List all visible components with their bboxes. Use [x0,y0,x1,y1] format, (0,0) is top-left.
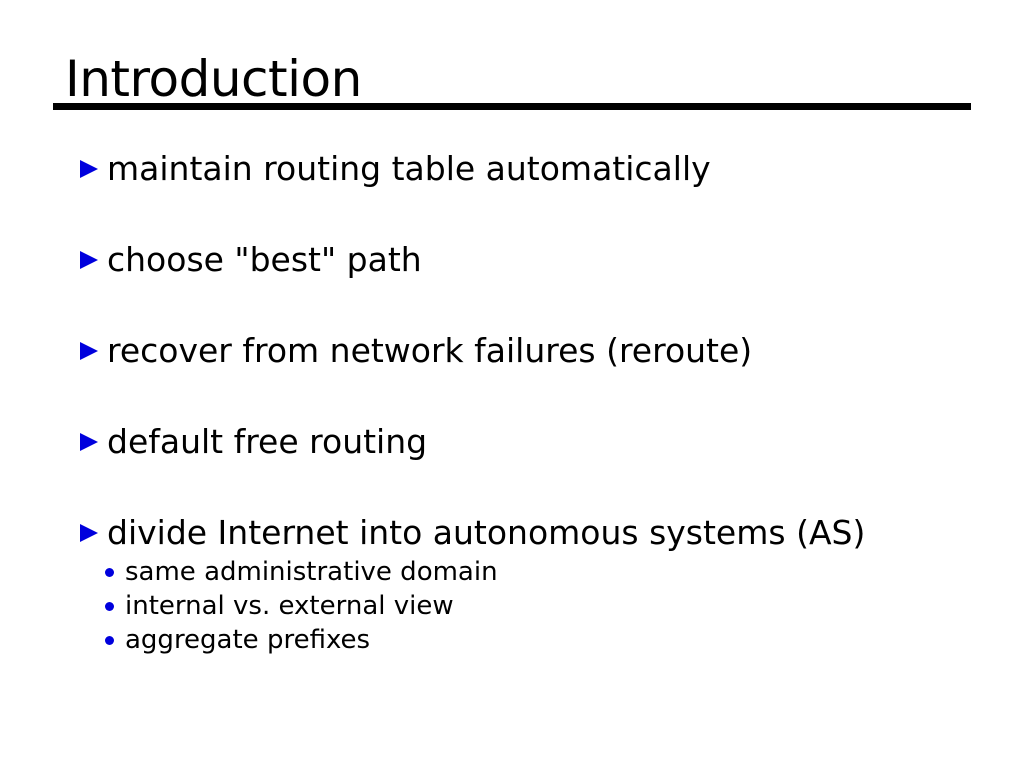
dot-bullet-icon [105,602,114,611]
sub-bullet-label: aggregate prefixes [125,625,371,655]
triangle-bullet-icon [80,433,98,451]
bullet-label: choose "best" path [107,240,422,279]
bullet-item: recover from network failures (reroute) [80,333,752,369]
sub-bullet-label: internal vs. external view [125,591,454,621]
triangle-bullet-icon [80,524,98,542]
bullet-item: choose "best" path [80,242,422,278]
triangle-bullet-icon [80,160,98,178]
bullet-item: maintain routing table automatically [80,151,711,187]
sub-bullet-label: same administrative domain [125,557,498,587]
triangle-bullet-icon [80,251,98,269]
dot-bullet-icon [105,636,114,645]
sub-bullet-item: same administrative domain [105,557,498,588]
bullet-item: divide Internet into autonomous systems … [80,515,865,551]
bullet-label: recover from network failures (reroute) [107,331,753,370]
bullet-label: divide Internet into autonomous systems … [107,513,866,552]
triangle-bullet-icon [80,342,98,360]
sub-bullet-item: internal vs. external view [105,591,454,622]
bullet-label: default free routing [107,422,428,461]
page-title: Introduction [65,50,362,108]
title-underline-rule [53,103,971,110]
dot-bullet-icon [105,568,114,577]
bullet-item: default free routing [80,424,427,460]
bullet-label: maintain routing table automatically [107,149,711,188]
sub-bullet-item: aggregate prefixes [105,625,370,656]
